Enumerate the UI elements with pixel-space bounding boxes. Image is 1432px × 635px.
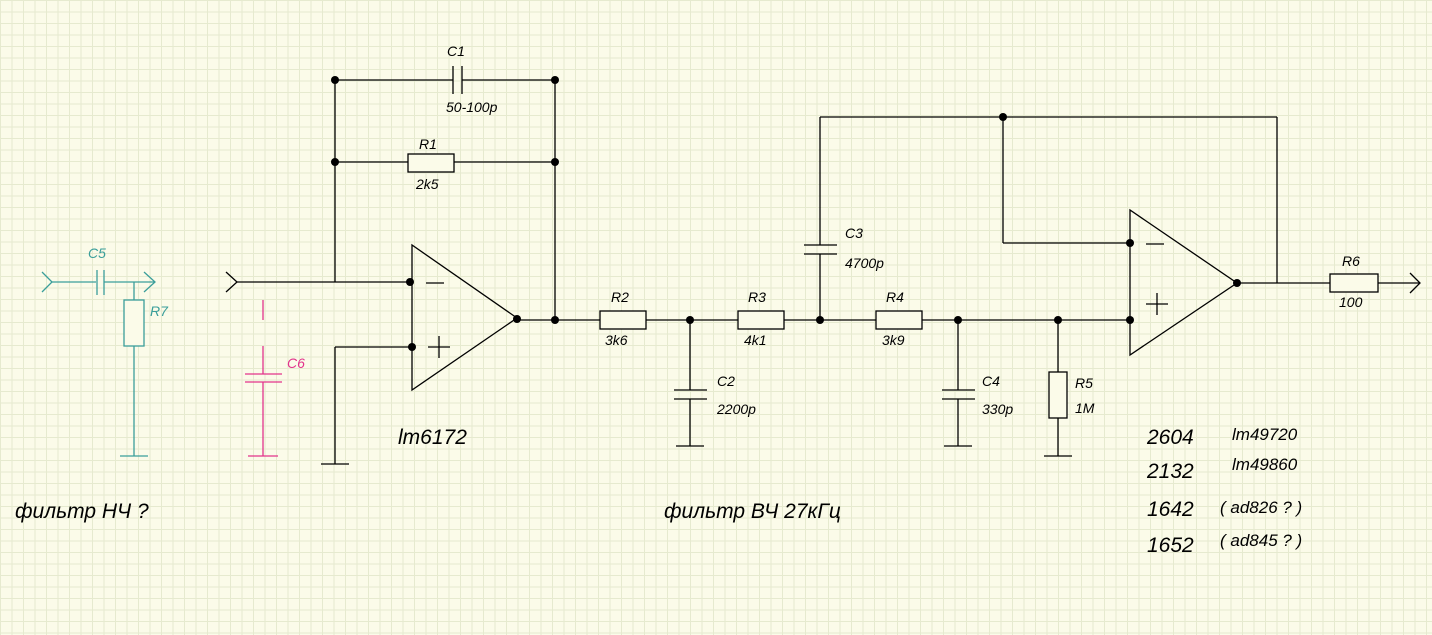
lpf-output-arrow: [143, 271, 156, 293]
r2-resistor: [599, 310, 647, 330]
r5-label: R5: [1075, 375, 1093, 391]
alt-number: 2604: [1146, 426, 1194, 449]
c3-value: 4700p: [845, 255, 884, 271]
alt-note: ( ad826 ? ): [1220, 498, 1302, 517]
r2-value: 3k6: [605, 332, 628, 348]
input-arrow: [225, 271, 238, 293]
r7-resistor: [123, 299, 145, 347]
alternatives-list: 2604 lm49720 2132 lm49860 1642 ( ad826 ?…: [1146, 425, 1302, 557]
r3-value: 4k1: [744, 332, 767, 348]
r6-label: R6: [1342, 253, 1360, 269]
r3-resistor: [737, 310, 785, 330]
alt-number: 1642: [1147, 498, 1194, 521]
lpf-caption: фильтр НЧ ?: [15, 500, 149, 523]
opamp1-part: lm6172: [398, 426, 467, 449]
alt-note: lm49860: [1232, 455, 1298, 474]
r4-resistor: [875, 310, 923, 330]
hpf-caption: фильтр ВЧ 27кГц: [664, 500, 841, 523]
lpf-block: C5 R7: [41, 245, 169, 457]
c4-capacitor: [942, 389, 975, 400]
c4-label: C4: [982, 373, 1000, 389]
r7-label: R7: [150, 303, 169, 319]
c2-capacitor: [674, 389, 707, 400]
alt-note: lm49720: [1232, 425, 1298, 444]
r1-resistor: [407, 153, 455, 173]
c1-value: 50-100p: [446, 99, 498, 115]
alt-number: 1652: [1147, 534, 1194, 557]
r5-resistor: [1048, 371, 1068, 419]
c2-label: C2: [717, 373, 735, 389]
r4-value: 3k9: [882, 332, 905, 348]
output-arrow: [1409, 272, 1421, 294]
c3-capacitor: [804, 244, 837, 255]
opamp2: [1129, 208, 1239, 357]
r6-resistor: [1329, 273, 1379, 293]
c1-label: C1: [447, 43, 465, 59]
c5-capacitor: [96, 270, 105, 295]
stage1: C1 50-100p R1 2k5 lm6172: [225, 43, 600, 465]
r6-value: 100: [1339, 294, 1363, 310]
r1-label: R1: [419, 136, 437, 152]
r2-label: R2: [611, 289, 629, 305]
r4-label: R4: [886, 289, 904, 305]
c1-capacitor: [452, 66, 463, 94]
c6-block: C6: [245, 300, 305, 457]
alt-number: 2132: [1146, 460, 1194, 483]
stage2: R2 3k6 R3 4k1 R4 3k9 C2 2200p C3 4700p C…: [599, 116, 1421, 457]
opamp1: [411, 243, 519, 392]
r3-label: R3: [748, 289, 766, 305]
alt-note: ( ad845 ? ): [1220, 531, 1302, 550]
junctions: [331, 76, 1241, 351]
lpf-input-arrow: [41, 271, 53, 293]
r1-value: 2k5: [415, 176, 439, 192]
c5-label: C5: [88, 245, 106, 261]
c2-value: 2200p: [716, 401, 756, 417]
c6-label: C6: [287, 355, 305, 371]
r5-value: 1M: [1075, 400, 1095, 416]
c4-value: 330p: [982, 401, 1013, 417]
c3-label: C3: [845, 225, 863, 241]
